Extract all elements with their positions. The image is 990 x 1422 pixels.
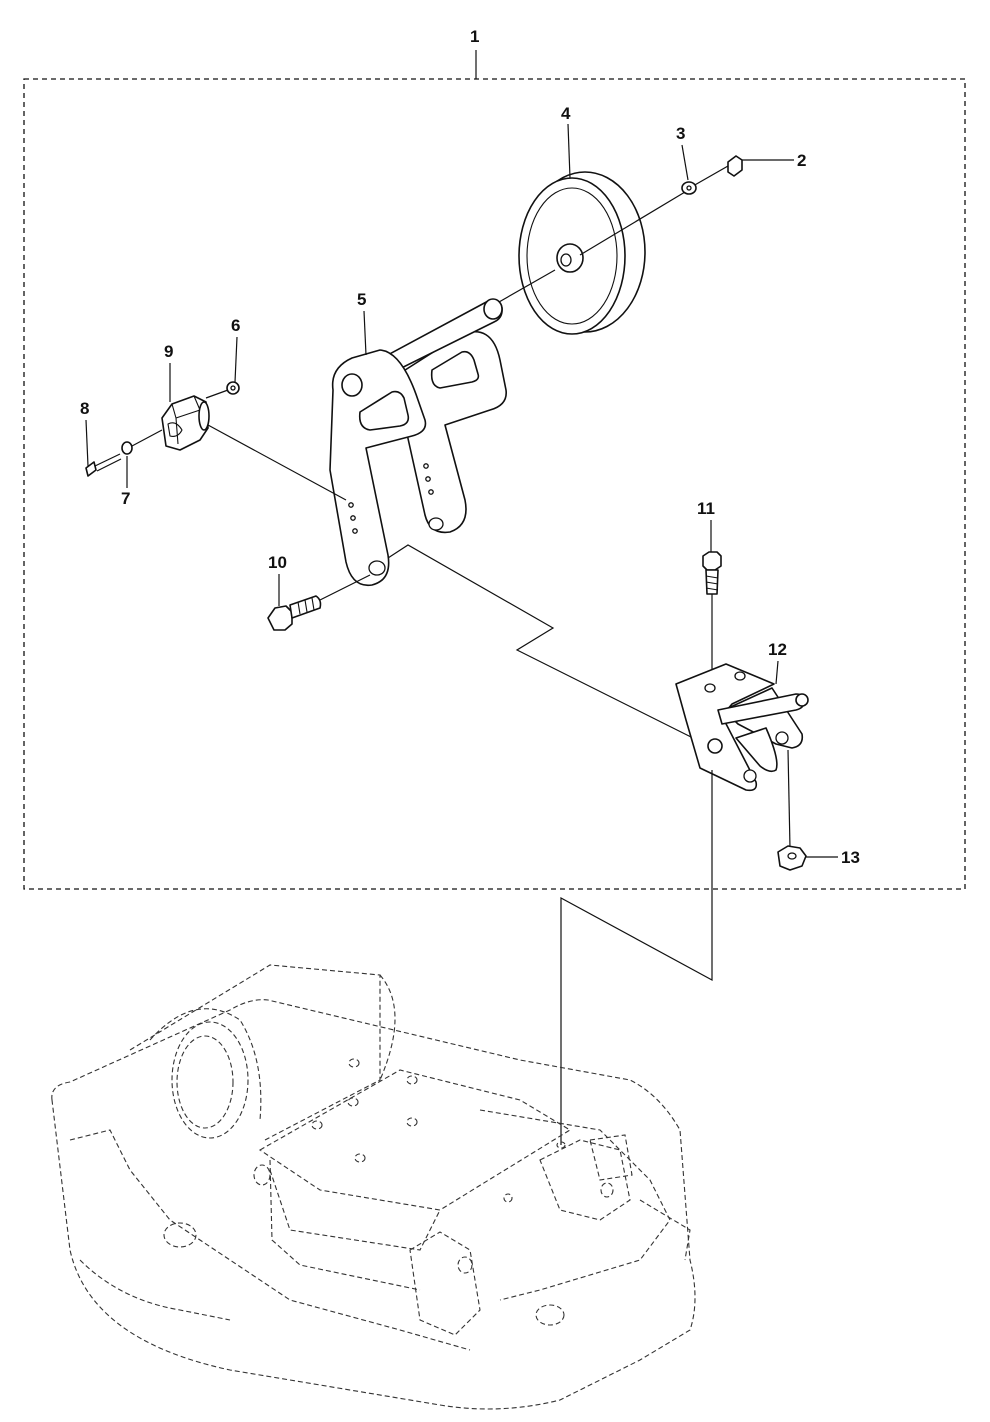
callout-6: 6 [231, 316, 240, 335]
callout-12: 12 [768, 640, 787, 659]
base-leader-line [560, 770, 713, 1145]
callout-11: 11 [697, 499, 715, 518]
callout-13: 13 [841, 848, 860, 867]
callout-10: 10 [268, 553, 287, 572]
assembly-group-box [23, 50, 966, 890]
clamp-block[interactable] [161, 395, 210, 451]
callout-9: 9 [164, 342, 173, 361]
bracket-leader-line [387, 544, 708, 746]
clamp-leader-lines [131, 389, 347, 501]
callout-labels: 1 2 3 4 5 6 7 8 9 10 11 12 13 [80, 27, 860, 867]
callout-2: 2 [797, 151, 806, 170]
small-washer[interactable] [121, 441, 133, 455]
callout-5: 5 [357, 290, 366, 309]
flange-bolt[interactable] [267, 574, 371, 631]
hex-nut[interactable] [777, 845, 838, 871]
small-nut[interactable] [226, 381, 240, 395]
wheel[interactable] [518, 171, 646, 335]
long-bolt[interactable] [85, 453, 122, 477]
callout-3: 3 [676, 124, 685, 143]
hinge-bracket[interactable] [675, 663, 809, 849]
callout-1: 1 [470, 27, 479, 46]
callout-leaders [85, 123, 779, 685]
callout-7: 7 [121, 489, 130, 508]
callout-8: 8 [80, 399, 89, 418]
callout-4: 4 [561, 104, 571, 123]
screw[interactable] [727, 155, 794, 177]
washer[interactable] [681, 181, 697, 195]
compactor-base-plate [51, 964, 696, 1410]
axle-leader-lines [491, 165, 729, 307]
wheel-bracket[interactable] [329, 298, 507, 587]
